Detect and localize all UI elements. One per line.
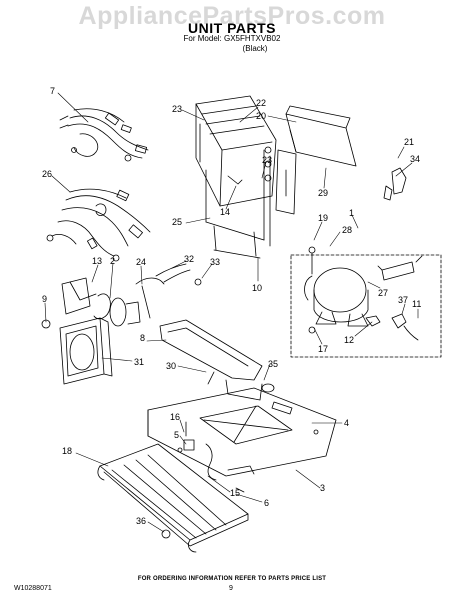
page-title: UNIT PARTS [188,20,276,36]
wire-harness-upper [59,108,149,162]
callout-8: 8 [140,333,145,343]
callout-12: 12 [344,335,354,345]
condenser-coil [97,443,249,553]
document-number: W10288071 [14,585,52,592]
drain-trough [159,319,275,401]
callout-24: 24 [136,257,146,267]
base-plate [147,387,337,477]
callout-16: 16 [170,412,180,422]
callout-labels: 7 26 23 22 20 23 21 34 14 29 25 19 1 28 … [42,86,421,526]
callout-37: 37 [398,295,408,305]
wire-harness-lower [46,188,151,262]
evaporator-cover [285,105,357,167]
callout-1: 1 [349,208,354,218]
callout-27: 27 [378,288,388,298]
site-watermark: AppliancePartsPros.com [78,2,386,30]
leader-lines [44,92,419,533]
callout-15: 15 [230,488,240,498]
callout-25: 25 [172,217,182,227]
fan-shroud [59,317,113,385]
fan-motor-assembly [41,263,202,329]
callout-9: 9 [42,294,47,304]
callout-23: 23 [172,104,182,114]
model-color: (Black) [242,44,268,53]
callout-33: 33 [210,257,220,267]
callout-32: 32 [184,254,194,264]
small-parts [183,421,245,493]
callout-2: 2 [110,256,115,266]
callout-26: 26 [42,169,52,179]
clip-fastener [383,167,407,201]
callout-14: 14 [220,207,230,217]
callout-30: 30 [166,361,176,371]
callout-4: 4 [344,418,349,428]
callout-5: 5 [174,430,179,440]
callout-18: 18 [62,446,72,456]
callout-31: 31 [134,357,144,367]
lower-tubing [213,225,261,259]
model-info: For Model: GX5FHTXVB02 (Black) [0,34,464,54]
callout-28: 28 [342,225,352,235]
callout-13: 13 [92,256,102,266]
callout-11: 11 [412,299,421,309]
callout-10: 10 [252,283,262,293]
compressor [304,246,423,341]
callout-17: 17 [318,344,328,354]
l-bracket [69,281,97,301]
callout-6: 6 [264,498,269,508]
callout-35: 35 [268,359,278,369]
ordering-note: FOR ORDERING INFORMATION REFER TO PARTS … [137,576,327,582]
evaporator-coil [195,95,277,247]
right-bracket [275,149,297,215]
callout-21: 21 [404,137,414,147]
sealed-system-box [290,254,442,358]
callout-34: 34 [410,154,420,164]
page-number: 9 [229,585,233,592]
callout-20: 20 [256,111,266,121]
callout-29: 29 [318,188,328,198]
callout-3: 3 [320,483,325,493]
callout-23-right: 23 [262,155,272,165]
model-number: For Model: GX5FHTXVB02 [183,34,281,43]
callout-36: 36 [136,516,146,526]
callout-19: 19 [318,213,328,223]
callout-7: 7 [50,86,55,96]
callout-22: 22 [256,98,266,108]
